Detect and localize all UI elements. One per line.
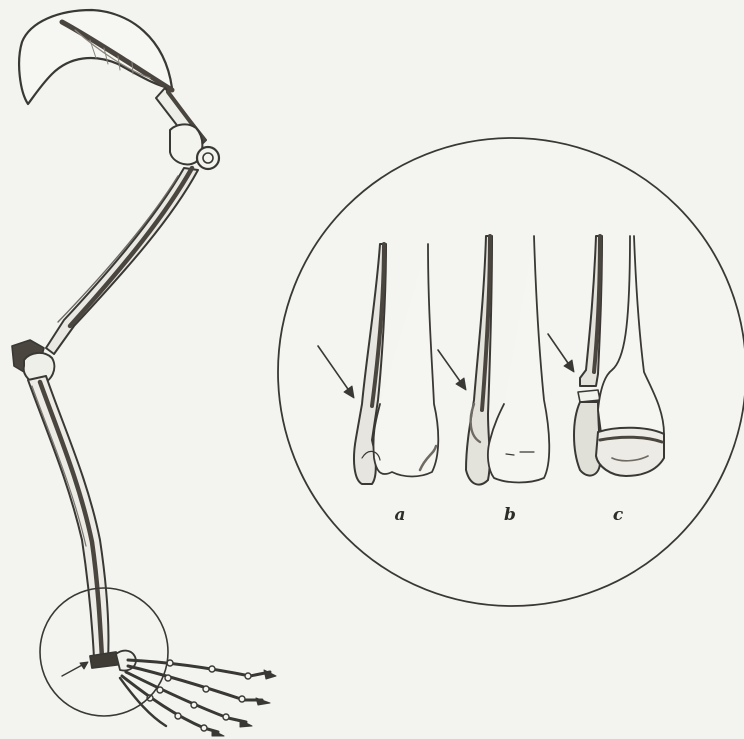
label-a: a bbox=[394, 505, 405, 525]
detail-circle-large: a b c bbox=[278, 138, 744, 606]
limb-skeleton bbox=[12, 10, 276, 736]
arrow-small bbox=[62, 662, 88, 676]
shoulder-blade-bone bbox=[19, 10, 172, 104]
label-b: b bbox=[504, 505, 516, 525]
lower-long-bone bbox=[28, 376, 109, 660]
foot-bones bbox=[90, 651, 276, 736]
forearm-bone bbox=[46, 168, 198, 354]
label-c: c bbox=[613, 505, 624, 525]
upper-arm-bone bbox=[156, 88, 219, 169]
